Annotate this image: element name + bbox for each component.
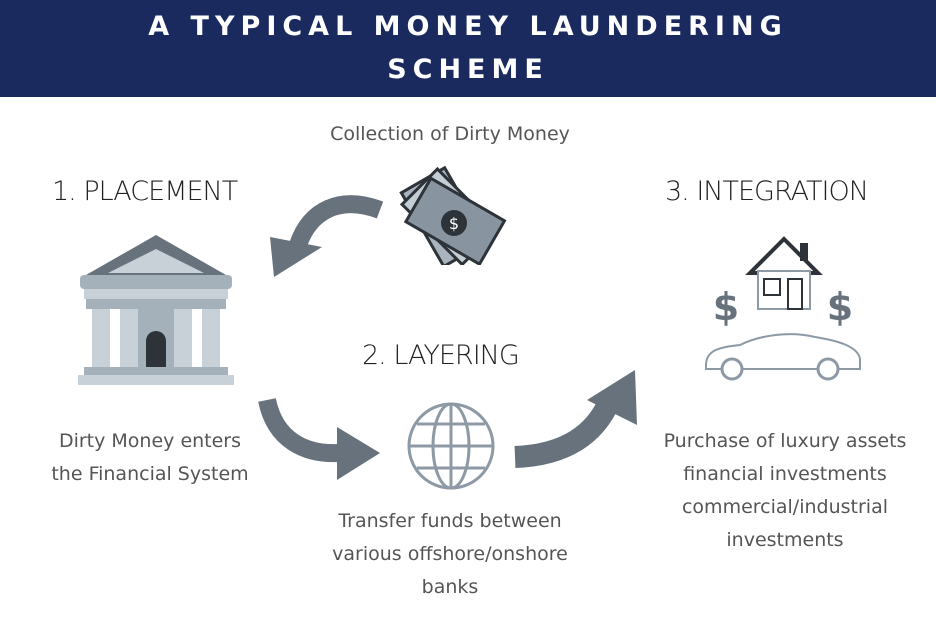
stage-placement-title: 1. PLACEMENT: [52, 176, 238, 207]
title-line-1: A TYPICAL MONEY LAUNDERING: [148, 11, 788, 42]
collection-label: Collection of Dirty Money: [330, 123, 570, 145]
caption-line: Dirty Money enters: [58, 430, 242, 452]
stage-integration-title: 3. INTEGRATION: [665, 176, 869, 207]
svg-text:$: $: [827, 285, 853, 329]
stage-layering-caption: Transfer funds between various offshore/…: [300, 505, 600, 604]
arrow-to-placement: [270, 195, 384, 277]
arrow-to-layering: [258, 397, 380, 480]
caption-line: Purchase of luxury assets: [663, 430, 907, 452]
caption-line: Transfer funds between: [338, 510, 562, 532]
arrow-to-integration: [514, 370, 637, 468]
caption-line: various offshore/onshore: [332, 543, 568, 565]
caption-line: investments: [726, 529, 844, 551]
caption-line: commercial/industrial: [681, 496, 888, 518]
money-icon: $: [399, 165, 507, 265]
stage-integration-caption: Purchase of luxury assets financial inve…: [635, 425, 935, 557]
stage-placement-caption: Dirty Money enters the Financial System: [20, 425, 280, 491]
title-banner: A TYPICAL MONEY LAUNDERING SCHEME: [0, 0, 936, 97]
globe-icon: [407, 402, 495, 490]
caption-line: the Financial System: [51, 463, 249, 485]
bank-icon: [78, 235, 234, 385]
svg-text:$: $: [713, 285, 739, 329]
title-line-2: SCHEME: [387, 54, 549, 85]
house-car-icon: $ $: [705, 236, 861, 381]
svg-text:$: $: [449, 214, 459, 233]
stage-layering-title: 2. LAYERING: [362, 340, 520, 371]
caption-line: financial investments: [683, 463, 887, 485]
caption-line: banks: [421, 576, 479, 598]
